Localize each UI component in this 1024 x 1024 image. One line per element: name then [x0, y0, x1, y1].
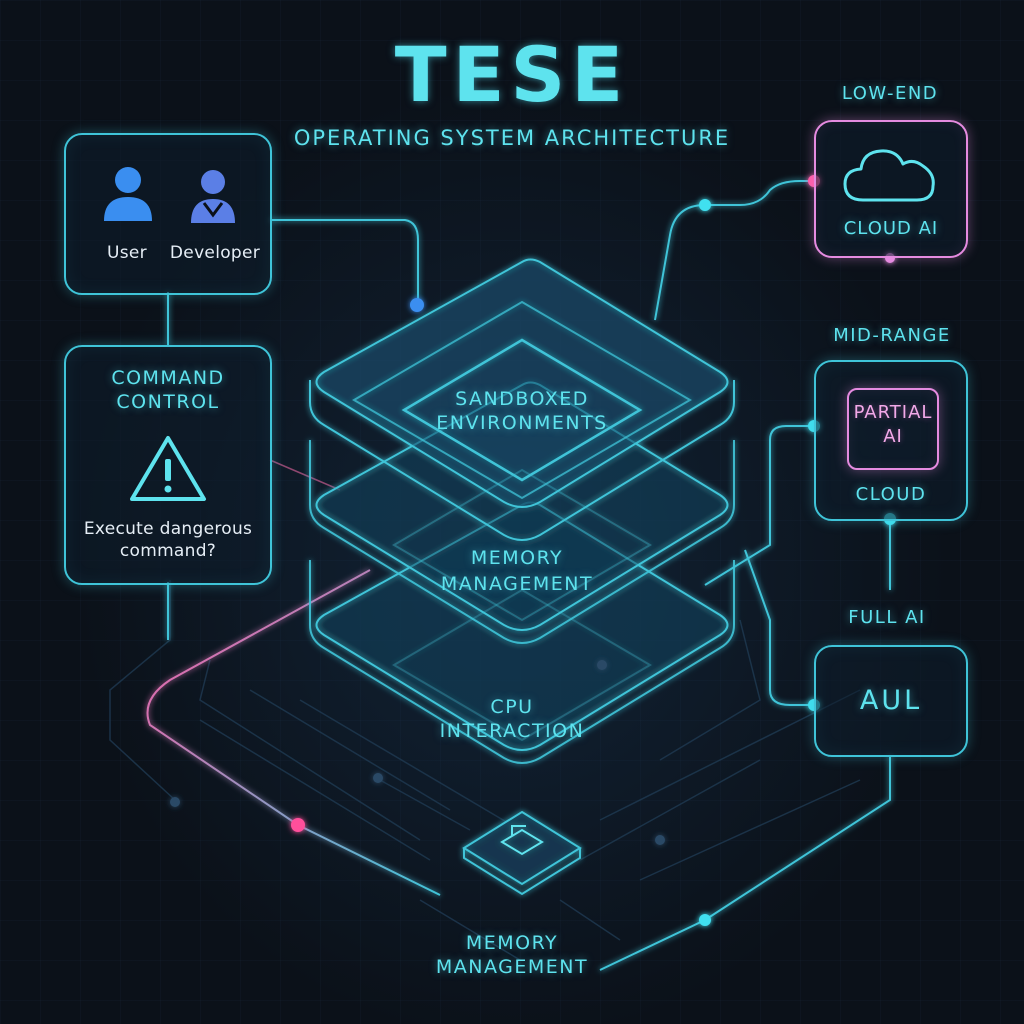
memory-management-layer-label-line2: MANAGEMENT	[440, 573, 594, 595]
stack-to-midrange-line	[704, 425, 815, 586]
command-control-panel: COMMAND CONTROL Execute dangerous comman…	[64, 345, 272, 585]
aul-panel: AUL	[814, 645, 968, 757]
connection-dots	[170, 175, 896, 926]
connection-lines	[167, 180, 891, 971]
developer-icon	[191, 170, 235, 223]
stack-to-cloud-line	[654, 180, 815, 321]
mid-range-heading: MID-RANGE	[833, 325, 951, 346]
command-control-title-line2: CONTROL	[116, 391, 220, 413]
user-label: User	[107, 243, 147, 263]
cpu-interaction-label-line2: INTERACTION	[439, 720, 585, 742]
stack-to-fullai-line	[744, 549, 815, 706]
aul-label: AUL	[859, 685, 923, 716]
stack	[309, 258, 735, 764]
command-control-title-line1: COMMAND	[111, 367, 225, 389]
partial-ai-box: PARTIAL AI	[847, 388, 939, 470]
developer-label: Developer	[169, 243, 261, 263]
users-panel: User Developer	[64, 133, 272, 295]
low-end-heading: LOW-END	[841, 83, 939, 104]
mid-range-cloud-label: CLOUD	[855, 484, 927, 505]
chip-memory-management-label-line2: MANAGEMENT	[435, 956, 589, 978]
cloud-ai-label: CLOUD AI	[843, 218, 939, 239]
cloud-ai-panel: CLOUD AI	[814, 120, 968, 258]
stack-layer-top	[315, 258, 729, 508]
warning-icon	[130, 436, 206, 501]
cloud-icon	[843, 149, 935, 202]
chip-memory-management-label-line1: MEMORY	[465, 932, 559, 954]
chip-icon	[462, 810, 582, 896]
page-subtitle: OPERATING SYSTEM ARCHITECTURE	[293, 126, 731, 150]
user-icon	[104, 167, 152, 221]
full-ai-heading: FULL AI	[848, 607, 926, 628]
dot-chip-right	[699, 914, 711, 926]
pink-trace-line	[146, 569, 441, 896]
partial-ai-label-line1: PARTIAL	[853, 402, 933, 423]
users-to-stack-line	[270, 219, 419, 305]
stack-to-command-line	[269, 459, 341, 491]
dot-pink-trace	[291, 818, 305, 832]
sandboxed-environments-label-line1: SANDBOXED	[455, 388, 589, 410]
cpu-interaction-label-line1: CPU	[490, 696, 534, 718]
fullai-to-chip-line	[599, 755, 891, 971]
memory-management-layer-label-line1: MEMORY	[470, 547, 564, 569]
page-title: TESE	[394, 30, 630, 119]
mid-range-panel: PARTIAL AI CLOUD	[814, 360, 968, 521]
sandboxed-environments-label-line2: ENVIRONMENTS	[436, 412, 608, 434]
dangerous-command-prompt-line2: command?	[119, 541, 217, 561]
partial-ai-label-line2: AI	[883, 426, 903, 447]
dangerous-command-prompt-line1: Execute dangerous	[83, 519, 253, 539]
circuit-traces	[109, 580, 861, 961]
dot-stack-cloud	[699, 199, 711, 211]
dot-users-stack	[410, 298, 424, 312]
